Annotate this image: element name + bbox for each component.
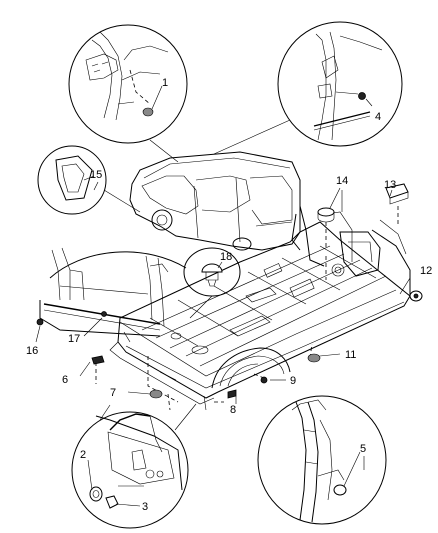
- plug-7-part: [149, 389, 163, 399]
- plug-1-part: [142, 107, 154, 117]
- minivan-outline: [129, 151, 301, 251]
- callout-5: 5: [360, 443, 366, 455]
- callout-3: 3: [142, 501, 148, 513]
- callout-4: 4: [375, 111, 381, 123]
- callout-6: 6: [62, 374, 68, 386]
- detail-circle-15: [37, 145, 141, 215]
- callout-12: 12: [420, 265, 432, 277]
- callout-16: 16: [26, 345, 38, 357]
- callout-11: 11: [345, 349, 356, 361]
- plug-18-part: [201, 263, 223, 273]
- detail-circle-plug-1: [68, 24, 188, 144]
- callout-9: 9: [290, 375, 296, 387]
- detail-circle-plug-4: [277, 21, 403, 147]
- plug-16-part: [36, 318, 44, 326]
- plug-5-part: [333, 484, 347, 496]
- plug-2-part: [89, 486, 103, 502]
- detail-circle-18: [183, 247, 241, 319]
- callout-14: 14: [336, 175, 348, 187]
- plug-11-part: [307, 353, 321, 363]
- underbody-plugs: [91, 183, 423, 399]
- plug-3-part: [105, 495, 119, 509]
- callout-leaders: [35, 181, 411, 507]
- detail-circle-rocker: [36, 247, 187, 337]
- callout-13: 13: [384, 179, 396, 191]
- plug-8-part: [227, 389, 237, 399]
- callout-15: 15: [90, 169, 102, 181]
- plug-4-part: [358, 92, 366, 100]
- callout-17: 17: [68, 333, 80, 345]
- callout-2: 2: [80, 449, 86, 461]
- detail-circle-plugs-2-3: [71, 403, 197, 529]
- callout-8: 8: [230, 404, 236, 416]
- plug-17-part: [101, 311, 107, 317]
- callout-18: 18: [220, 251, 232, 263]
- callout-7: 7: [110, 387, 116, 399]
- plug-6-part: [91, 355, 105, 365]
- callout-labels: 1 2 3 4 5 6 7 8 9 11 12 13 14 15 16 17 1…: [26, 77, 432, 513]
- underbody-floor-pan: [95, 205, 411, 411]
- callout-1: 1: [162, 77, 168, 89]
- detail-circle-plug-5: [257, 395, 387, 525]
- plug-9-part: [260, 376, 268, 384]
- pad-14-part: [317, 207, 335, 217]
